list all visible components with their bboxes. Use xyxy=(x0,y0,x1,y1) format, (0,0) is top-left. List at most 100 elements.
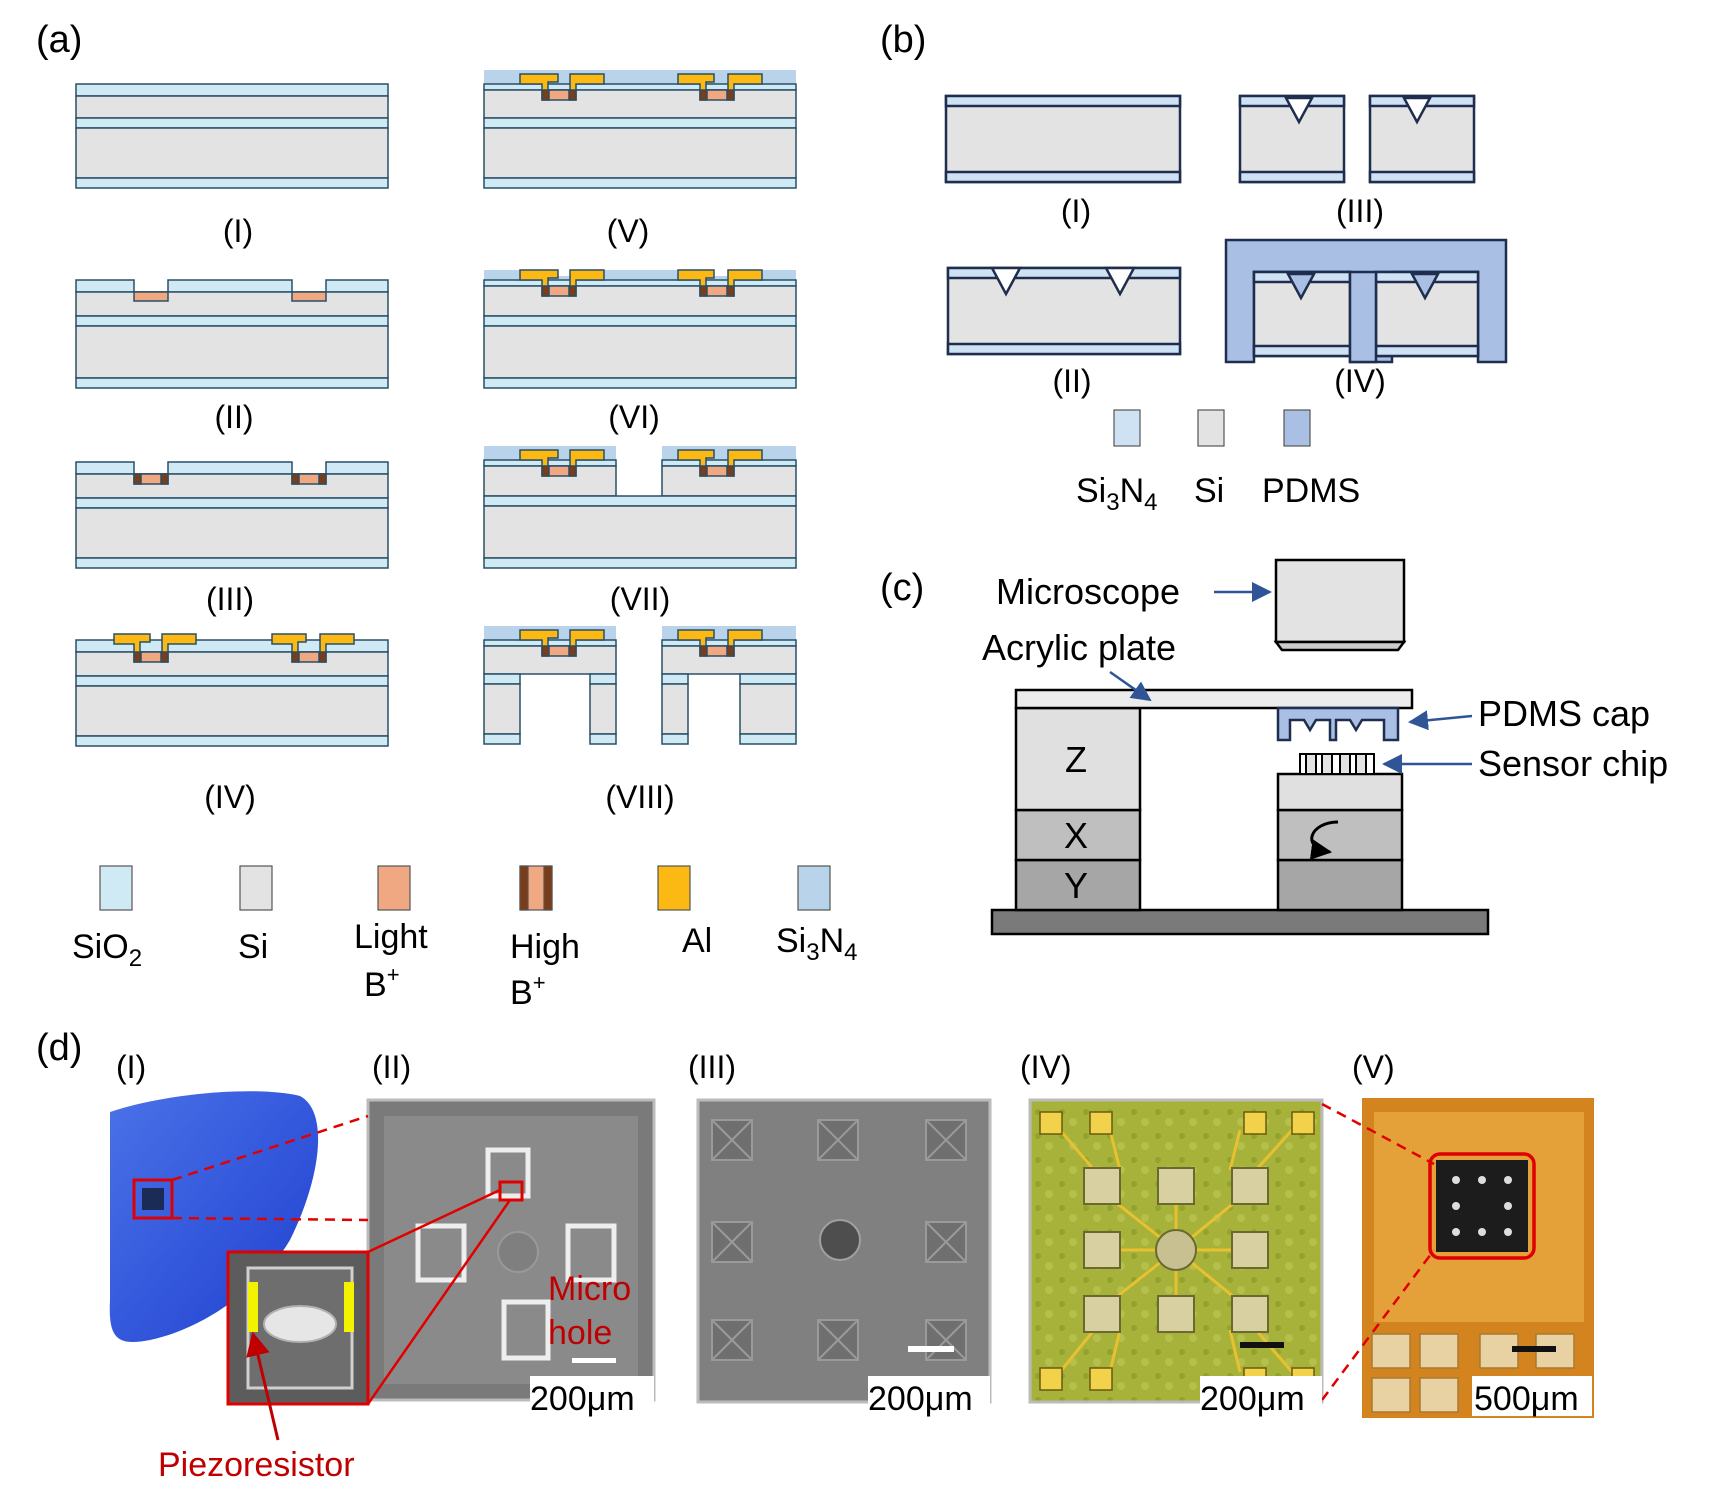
d-photo-finger xyxy=(109,1091,319,1342)
b-legend-label-si: Si xyxy=(1194,472,1224,510)
c-stage-x xyxy=(1014,808,1142,862)
b-step-1 xyxy=(944,94,1182,184)
legend-label-high: High xyxy=(510,928,580,966)
panel-letter-c: (c) xyxy=(880,567,924,609)
panel-c xyxy=(990,558,1490,936)
d-arrow-piezoresistor xyxy=(246,1331,280,1441)
b-legend-label-si3n4: Si3N4 xyxy=(1076,472,1158,516)
panel-letter-b: (b) xyxy=(880,19,926,61)
c-label-y: Y xyxy=(1064,865,1088,906)
b-legend-swatch-si xyxy=(1197,409,1225,447)
legend-label-light: Light xyxy=(354,918,428,956)
panel-letter-d: (d) xyxy=(36,1027,82,1069)
d-scale-label-2: 200μm xyxy=(868,1380,973,1418)
d-label-micro-hole-1: Micro xyxy=(548,1270,631,1308)
d-photo-package xyxy=(1362,1098,1594,1418)
d-label-5: (V) xyxy=(1352,1049,1395,1085)
panel-letter-a: (a) xyxy=(36,19,82,61)
c-label-acrylic: Acrylic plate xyxy=(982,627,1176,668)
d-scale-label-1: 200μm xyxy=(530,1380,635,1418)
a-step-7-wafer xyxy=(483,446,797,569)
a-step-6-wafer xyxy=(483,269,797,389)
d-scale-bar-line-4 xyxy=(1512,1346,1556,1352)
d-scale-bar-line-3 xyxy=(1240,1342,1284,1348)
b-legend-swatch-si3n4 xyxy=(1113,409,1141,447)
c-base-plate xyxy=(990,908,1490,936)
d-zoom-box-5 xyxy=(1428,1152,1536,1260)
d-label-micro-hole-2: hole xyxy=(548,1314,612,1352)
c-label-z: Z xyxy=(1065,739,1087,780)
c-label-x: X xyxy=(1064,815,1088,856)
d-scale-label-4: 500μm xyxy=(1474,1380,1579,1418)
panel-b xyxy=(944,94,1508,364)
a-step-4-wafer xyxy=(75,633,389,747)
a-step-3-wafer xyxy=(75,461,389,569)
d-label-1: (I) xyxy=(116,1049,146,1085)
d-scale-label-3: 200μm xyxy=(1200,1380,1305,1418)
a-step-label-2: (II) xyxy=(214,399,253,435)
d-piezoresistor-left xyxy=(248,1282,258,1332)
a-step-8-wafer xyxy=(483,626,797,745)
c-stage-z xyxy=(1014,706,1142,812)
panel-a xyxy=(75,70,797,747)
b-legend xyxy=(1113,409,1311,447)
b-step-3 xyxy=(1238,94,1476,184)
a-step-label-3: (III) xyxy=(206,581,254,617)
d-image-sem-2 xyxy=(696,1098,992,1404)
legend-label-light-b: B+ xyxy=(364,962,400,1004)
legend-swatch-high-b xyxy=(519,865,553,911)
d-piezoresistor-right xyxy=(344,1282,354,1332)
c-acrylic-plate xyxy=(1014,688,1414,710)
c-arrow-acrylic xyxy=(1109,670,1152,702)
a-step-label-5: (V) xyxy=(607,213,650,249)
c-rotation-arrow-icon xyxy=(1309,820,1339,860)
c-rotation-stage xyxy=(1276,808,1404,862)
a-step-5-wafer xyxy=(483,70,797,189)
d-label-3: (III) xyxy=(688,1049,736,1085)
d-image-optical xyxy=(1028,1098,1324,1404)
c-label-sensor-chip: Sensor chip xyxy=(1478,743,1668,784)
c-arrow-pdms-cap xyxy=(1408,710,1473,731)
d-packaged-chip-dots xyxy=(1452,1176,1512,1236)
b-legend-swatch-pdms xyxy=(1283,409,1311,447)
a-step-label-4: (IV) xyxy=(204,779,256,815)
c-chip-stage xyxy=(1276,772,1404,812)
d-label-piezoresistor: Piezoresistor xyxy=(158,1446,355,1484)
d-chip-on-finger xyxy=(142,1188,164,1210)
c-label-microscope: Microscope xyxy=(996,571,1180,612)
legend-swatch-sio2 xyxy=(99,865,133,911)
legend-swatch-si xyxy=(239,865,273,911)
d-zoom-box-1 xyxy=(132,1178,174,1220)
d-zoom-line-2b xyxy=(366,1199,512,1405)
d-packaged-chip xyxy=(1436,1160,1528,1252)
legend-label-si: Si xyxy=(238,928,268,966)
legend-label-sio2: SiO2 xyxy=(72,928,142,972)
b-step-4 xyxy=(1224,238,1508,364)
b-step-label-2: (II) xyxy=(1052,363,1091,399)
a-step-label-7: (VII) xyxy=(610,581,670,617)
d-sensor-units xyxy=(1083,1167,1269,1333)
d-label-2: (II) xyxy=(372,1049,411,1085)
legend-label-si3n4: Si3N4 xyxy=(776,922,858,966)
d-label-4: (IV) xyxy=(1020,1049,1072,1085)
b-step-label-1: (I) xyxy=(1061,193,1091,229)
d-image-sem-1 xyxy=(366,1098,656,1402)
legend-swatch-al xyxy=(657,865,691,911)
c-pdms-cap xyxy=(1276,706,1400,742)
legend-label-al: Al xyxy=(682,922,712,960)
c-microscope xyxy=(1273,558,1407,652)
d-scale-bar-boxes xyxy=(530,1376,1592,1416)
d-zoom-line-2a xyxy=(367,1188,501,1254)
a-step-label-8: (VIII) xyxy=(605,779,674,815)
d-zoom-line-1a xyxy=(171,1114,369,1182)
c-sensor-chip xyxy=(1299,753,1375,775)
a-step-label-1: (I) xyxy=(223,213,253,249)
legend-label-high-b: B+ xyxy=(510,970,546,1012)
legend-swatch-light-b xyxy=(377,865,411,911)
d-zoom-line-5b xyxy=(1320,1249,1436,1401)
legend-swatch-si3n4 xyxy=(797,865,831,911)
a-step-2-wafer xyxy=(75,279,389,389)
d-scale-bar-line-2 xyxy=(908,1346,954,1352)
b-step-2 xyxy=(946,266,1182,356)
